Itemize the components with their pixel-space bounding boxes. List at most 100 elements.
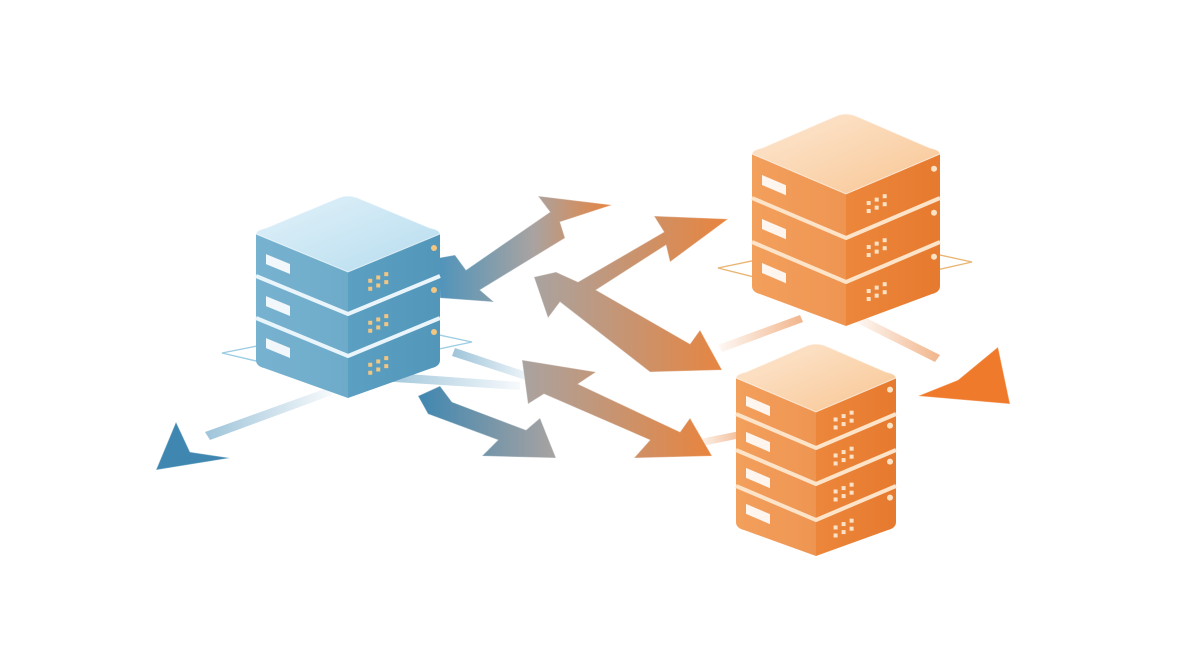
led-indicator (376, 283, 381, 288)
status-dot (431, 328, 437, 335)
drive-slot (762, 218, 786, 240)
led-indicator (874, 285, 879, 290)
arrow-icon (417, 385, 557, 459)
drive-slot (746, 395, 770, 417)
server-seam (255, 316, 441, 358)
status-dot (931, 165, 937, 172)
status-dot (887, 422, 893, 429)
server-left-face (752, 154, 846, 326)
led-indicator (849, 490, 854, 495)
led-indicator (841, 486, 846, 491)
led-indicator (882, 202, 887, 207)
led-indicator (376, 325, 381, 330)
led-indicator (874, 293, 879, 298)
led-indicator (849, 454, 854, 459)
led-indicator (833, 453, 838, 458)
led-indicator (841, 458, 846, 463)
led-indicator (849, 526, 854, 531)
led-indicator (368, 328, 373, 333)
led-indicator (882, 290, 887, 295)
status-dot (431, 244, 437, 251)
server-body (256, 234, 440, 398)
server-seam (735, 484, 897, 522)
drive-slot (266, 338, 290, 359)
led-indicator (833, 497, 838, 502)
led-indicator (849, 482, 854, 487)
server-stack-icon (255, 195, 441, 398)
trail-blue-center (380, 372, 520, 390)
led-indicator (376, 359, 381, 364)
led-indicator (866, 297, 871, 302)
status-dot (931, 253, 937, 260)
led-indicator (874, 197, 879, 202)
status-dot (887, 458, 893, 465)
arrow-icon (155, 420, 231, 471)
led-indicator (368, 362, 373, 367)
led-indicator (874, 241, 879, 246)
status-dot (887, 386, 893, 393)
drive-slot (746, 431, 770, 453)
led-indicator (841, 494, 846, 499)
led-indicator (882, 246, 887, 251)
led-indicator (384, 280, 389, 285)
led-indicator (866, 253, 871, 258)
drive-slot (762, 174, 786, 196)
servers (255, 113, 941, 556)
led-indicator (849, 446, 854, 451)
trail-orange-right (855, 315, 940, 362)
led-indicator (874, 249, 879, 254)
led-indicator (384, 272, 389, 277)
led-indicator (368, 286, 373, 291)
led-indicator (841, 522, 846, 527)
led-indicator (833, 417, 838, 422)
trail-orange-low (695, 430, 746, 447)
server-seam (751, 196, 941, 240)
led-indicator (866, 245, 871, 250)
led-indicator (384, 356, 389, 361)
led-indicator (368, 320, 373, 325)
led-indicator (882, 238, 887, 243)
led-indicator (866, 201, 871, 206)
led-indicator (368, 278, 373, 283)
server-seam (255, 274, 441, 316)
led-indicator (384, 314, 389, 319)
server-seam (735, 412, 897, 450)
server-top (751, 113, 941, 195)
bidirectional-arrow-icon (437, 195, 613, 303)
trail-blue-left (205, 387, 332, 440)
led-indicator (376, 317, 381, 322)
server-top (255, 195, 441, 273)
status-dot (887, 494, 893, 501)
led-indicator (882, 282, 887, 287)
led-indicator (841, 414, 846, 419)
drive-slot (266, 296, 290, 317)
led-indicator (841, 422, 846, 427)
trail-orange-mid (718, 315, 803, 352)
led-indicator (368, 370, 373, 375)
led-indicator (849, 518, 854, 523)
server-seam (751, 240, 941, 284)
led-indicator (376, 367, 381, 372)
led-indicator (866, 209, 871, 214)
arrow-icon (917, 346, 1011, 405)
led-indicator (384, 364, 389, 369)
led-indicator (866, 289, 871, 294)
bidirectional-arrow-icon (521, 359, 713, 459)
led-indicator (874, 205, 879, 210)
led-indicator (384, 322, 389, 327)
led-indicator (376, 275, 381, 280)
led-indicator (841, 530, 846, 535)
led-indicator (833, 489, 838, 494)
drive-slot (762, 262, 786, 284)
led-indicator (833, 525, 838, 530)
server-body (736, 378, 896, 556)
server-left-face (256, 234, 348, 398)
led-indicator (841, 450, 846, 455)
led-indicator (849, 410, 854, 415)
drive-slot (746, 503, 770, 525)
led-indicator (833, 533, 838, 538)
status-dot (431, 286, 437, 293)
server-seam (735, 448, 897, 486)
led-indicator (833, 461, 838, 466)
